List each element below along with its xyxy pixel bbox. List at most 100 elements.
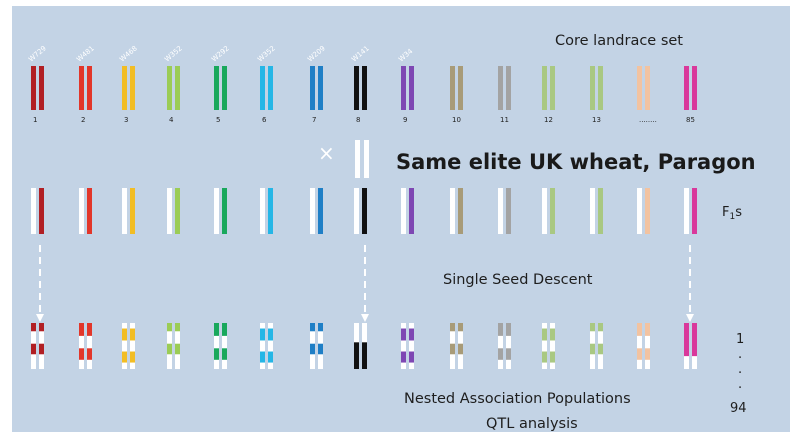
introgression-segment <box>318 343 323 355</box>
landrace-number: ........ <box>639 116 657 124</box>
chromatid-right <box>39 66 44 110</box>
chromatid-left <box>167 66 172 110</box>
landrace-name: W209 <box>306 44 327 63</box>
chromatid-right <box>222 66 227 110</box>
chromatid-right <box>645 66 650 110</box>
nam-row <box>31 323 697 369</box>
landrace-number: 85 <box>686 116 695 124</box>
landrace-chromatid <box>222 188 227 234</box>
introgression-segment <box>222 323 227 336</box>
chromatid-left <box>637 66 642 110</box>
f1-chromosome <box>167 188 180 234</box>
landrace-number: 2 <box>81 116 85 124</box>
nam-label: Nested Association Populations <box>404 391 631 407</box>
landrace-chromatid <box>268 188 273 234</box>
landrace-chromatid <box>506 188 511 234</box>
nam-chromatid <box>222 323 227 369</box>
landrace-chromosome <box>498 66 511 110</box>
landrace-name: W481 <box>75 44 96 63</box>
landrace-chromosome <box>542 66 555 110</box>
introgression-segment <box>39 323 44 332</box>
introgression-segment <box>130 328 135 341</box>
introgression-segment <box>260 328 265 341</box>
chromatid-left <box>590 66 595 110</box>
introgression-segment <box>79 323 84 336</box>
nam-chromatid <box>122 323 127 369</box>
introgression-segment <box>268 351 273 363</box>
landrace-name: W34 <box>397 47 415 64</box>
introgression-segment <box>645 323 650 336</box>
landrace-row: W7291W4812W4683W3524W2925W3526W2097W1418… <box>27 44 697 124</box>
introgression-segment <box>310 343 315 355</box>
introgression-segment <box>550 328 555 341</box>
chromatid-left <box>498 66 503 110</box>
introgression-segment <box>354 342 359 369</box>
ssd-label: Single Seed Descent <box>443 272 593 288</box>
paragon-chromatid <box>31 188 36 234</box>
introgression-segment <box>506 348 511 360</box>
chromatid-right <box>87 66 92 110</box>
landrace-chromosome <box>401 66 414 110</box>
nam-chromatid <box>409 323 414 369</box>
nam-chromosome <box>31 323 44 369</box>
paragon-chromatid <box>260 188 265 234</box>
landrace-number: 4 <box>169 116 174 124</box>
introgression-segment <box>122 328 127 341</box>
paragon-chromatid <box>122 188 127 234</box>
nam-chromosome <box>260 323 273 369</box>
nam-chromosome <box>354 323 367 369</box>
f1-chromosome <box>354 188 367 234</box>
introgression-segment <box>637 323 642 336</box>
landrace-chromosome <box>122 66 135 110</box>
chromatid-right <box>318 66 323 110</box>
nam-chromatid <box>130 323 135 369</box>
f1-chromosome <box>401 188 414 234</box>
introgression-segment <box>222 348 227 360</box>
chromatid-left <box>354 66 359 110</box>
nam-chromatid <box>498 323 503 369</box>
paragon-chromatid <box>167 188 172 234</box>
chromatid-left <box>684 66 689 110</box>
landrace-number: 6 <box>262 116 267 124</box>
nam-chromatid <box>87 323 92 369</box>
f1-chromosome <box>450 188 463 234</box>
line-count-dot-3: . <box>738 377 742 392</box>
introgression-segment <box>458 343 463 355</box>
landrace-chromosome <box>684 66 697 110</box>
chromatid-left <box>310 66 315 110</box>
f1-chromosome <box>310 188 323 234</box>
introgression-segment <box>130 351 135 363</box>
paragon-chromatid <box>354 188 359 234</box>
introgression-segment <box>590 343 595 355</box>
landrace-chromosome <box>450 66 463 110</box>
introgression-segment <box>542 351 547 363</box>
landrace-number: 5 <box>216 116 220 124</box>
introgression-segment <box>401 351 406 363</box>
introgression-segment <box>87 348 92 360</box>
landrace-name: W292 <box>210 44 231 63</box>
paragon-chromatid <box>590 188 595 234</box>
introgression-segment <box>31 343 36 355</box>
nam-chromatid <box>550 323 555 369</box>
f1-chromosome <box>542 188 555 234</box>
paragon-chromatid <box>401 188 406 234</box>
nam-chromatid <box>401 323 406 369</box>
landrace-chromosome <box>310 66 323 110</box>
f1-label-suffix: s <box>735 205 742 220</box>
paragon-chromatid <box>542 188 547 234</box>
chromatid-right <box>458 66 463 110</box>
chromatid-left <box>122 66 127 110</box>
landrace-number: 12 <box>544 116 553 124</box>
chromatid-left <box>79 66 84 110</box>
chromatid-left <box>450 66 455 110</box>
f1-chromosome <box>214 188 227 234</box>
paragon-chromatid <box>79 188 84 234</box>
chromatid-right <box>362 66 367 110</box>
landrace-chromosome <box>31 66 44 110</box>
introgression-segment <box>498 323 503 336</box>
paragon-chromatid <box>214 188 219 234</box>
heading: Core landrace set <box>555 33 683 49</box>
landrace-name: W729 <box>27 44 48 63</box>
landrace-chromatid <box>175 188 180 234</box>
